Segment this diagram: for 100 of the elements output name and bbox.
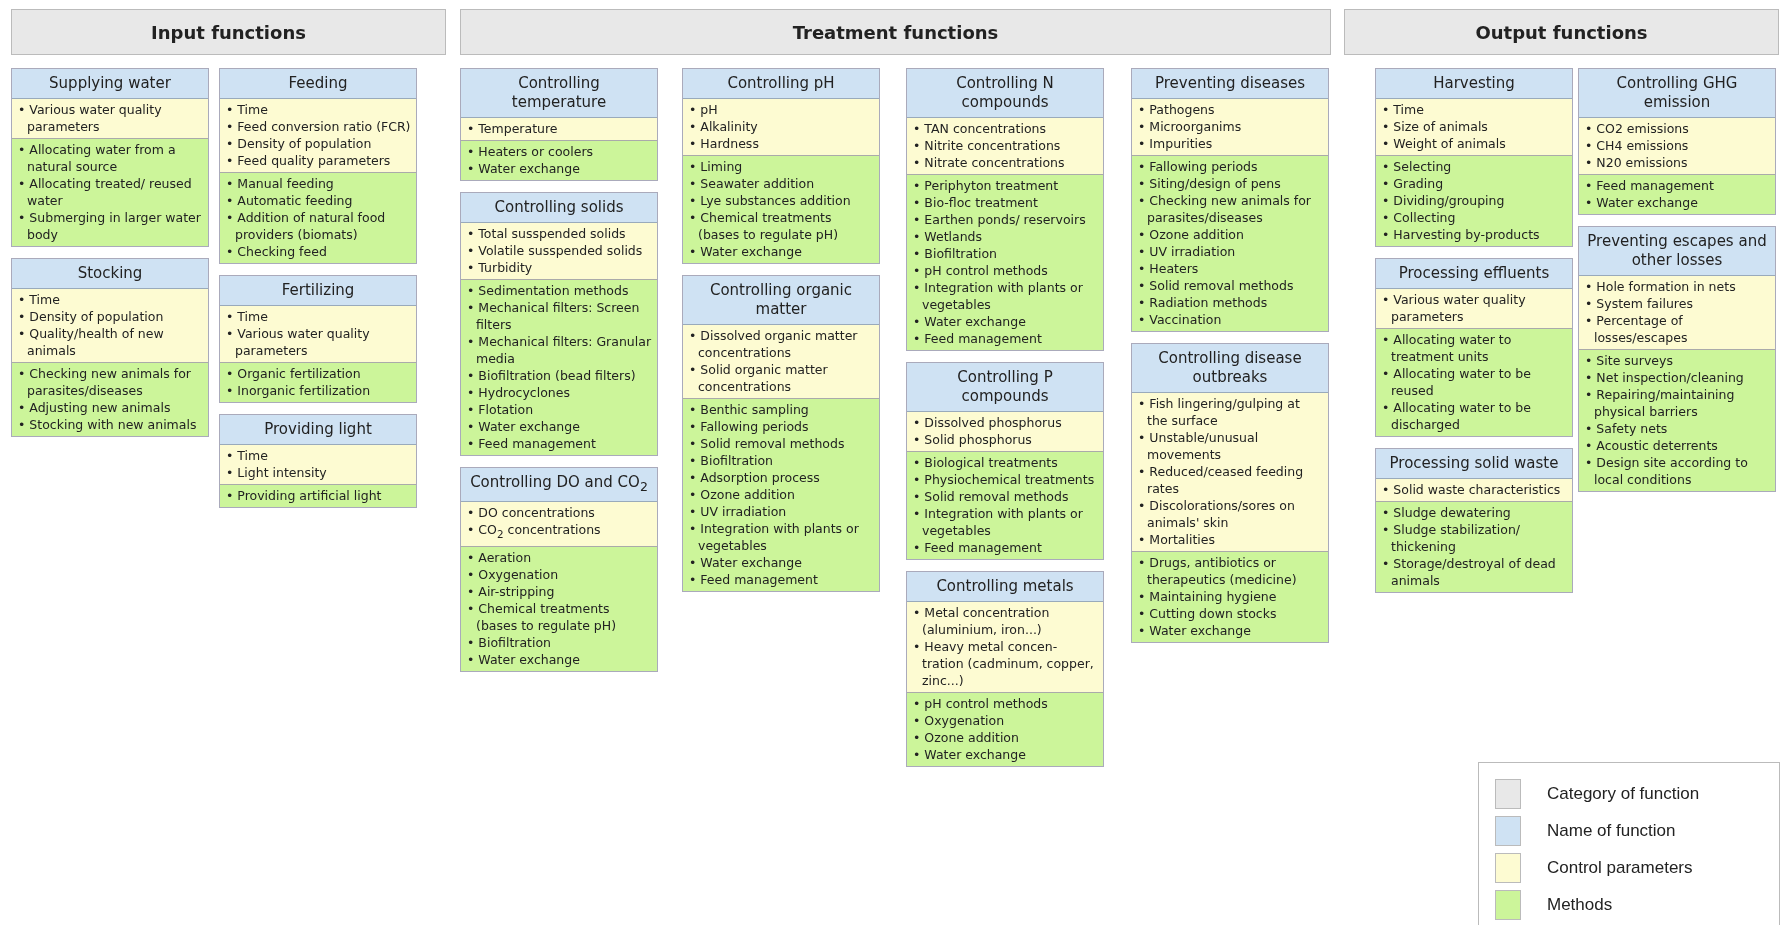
bullet-item: • Feed management	[467, 435, 597, 452]
bullet-item: • CO$_{2}$ concentrations	[467, 521, 602, 542]
bullet-item: • Turbidity	[467, 259, 534, 276]
bullet-item: • Mortalities	[1138, 531, 1216, 548]
bullet-item: • Hole formation in nets	[1585, 278, 1737, 295]
bullet-item: • Alkalinity	[689, 118, 759, 135]
function-card	[460, 467, 658, 672]
function-title: Controlling metals	[907, 572, 1103, 602]
bullet-item: • Quality/health of new animals	[18, 325, 165, 359]
bullet-item: • Metal concentration (aluminium, iron...)	[913, 604, 1051, 638]
bullet-item: • Time	[18, 291, 61, 308]
bullet-item: • Time	[1382, 101, 1425, 118]
bullet-item: • Solid phosphorus	[913, 431, 1033, 448]
bullet-item: • Checking feed	[226, 243, 328, 260]
parameter-band	[220, 445, 416, 484]
bullet-item: • Water exchange	[689, 243, 803, 260]
bullet-item: • CO2 emissions	[1585, 120, 1690, 137]
bullet-item: • Manual feeding	[226, 175, 335, 192]
bullet-item: • Cutting down stocks	[1138, 605, 1278, 622]
legend-label: Category of function	[1547, 784, 1700, 804]
bullet-item: • Discolorations/sores on animals' skin	[1138, 497, 1296, 531]
bullet-item: • Various water quality parameters	[18, 101, 163, 135]
method-band	[461, 140, 657, 180]
bullet-item: • Water exchange	[467, 160, 581, 177]
function-title: Fertilizing	[220, 276, 416, 306]
parameter-band	[1376, 479, 1572, 501]
function-title: Controlling DO and CO$_{2}$	[461, 468, 657, 502]
bullet-item: • Temperature	[467, 120, 559, 137]
bullet-item: • Water exchange	[1585, 194, 1699, 211]
function-card	[1131, 68, 1329, 332]
bullet-item: • Water exchange	[467, 650, 581, 668]
bullet-item: • Heaters	[1138, 260, 1200, 277]
method-band	[461, 545, 657, 671]
parameter-band	[1376, 99, 1572, 155]
bullet-item: • Feed management	[689, 571, 819, 588]
bullet-item: • Water exchange	[467, 418, 581, 435]
method-band	[461, 279, 657, 455]
bullet-item: • pH control methods	[913, 262, 1049, 279]
parameter-band	[461, 118, 657, 140]
function-card	[219, 414, 417, 508]
bullet-item: • Dividing/grouping	[1382, 192, 1506, 209]
bullet-item: • Time	[226, 447, 269, 464]
method-band	[1132, 551, 1328, 642]
function-card	[906, 362, 1104, 560]
parameter-band	[220, 306, 416, 362]
bullet-item: • Periphyton treatment	[913, 177, 1060, 194]
bullet-item: • CH4 emissions	[1585, 137, 1690, 154]
bullet-item: • Biological treatments	[913, 454, 1059, 471]
bullet-item: • UV irradiation	[1138, 243, 1237, 260]
method-band	[683, 155, 879, 263]
bullet-item: • Biofiltration	[913, 245, 999, 262]
bullet-item: • Providing artificial light	[226, 487, 383, 504]
bullet-item: • TAN concentrations	[913, 120, 1047, 137]
bullet-item: • Allocating water from a natural source	[18, 141, 177, 175]
bullet-item: • Total susspended solids	[467, 225, 627, 242]
bullet-item: • Fallowing periods	[1138, 158, 1259, 175]
bullet-item: • Bio-floc treatment	[913, 194, 1039, 211]
bullet-item: • N20 emissions	[1585, 154, 1689, 171]
function-title: Stocking	[12, 259, 208, 289]
bullet-item: • Aeration	[467, 548, 533, 566]
method-band	[1579, 174, 1775, 214]
bullet-item: • Harvesting by-products	[1382, 226, 1541, 243]
function-title: Controlling P compounds	[907, 363, 1103, 412]
bullet-item: • Ozone addition	[1138, 226, 1245, 243]
bullet-item: • Integration with plants or vegetables	[689, 520, 860, 554]
bullet-item: • Size of animals	[1382, 118, 1489, 135]
bullet-item: • Solid removal methods	[689, 435, 846, 452]
bullet-item: • Allocating treated/ reused water	[18, 175, 193, 209]
bullet-item: • Impurities	[1138, 135, 1214, 152]
function-card	[906, 571, 1104, 767]
bullet-item: • Storage/destroyal of dead animals	[1382, 555, 1557, 589]
bullet-item: • Allocating water to be discharged	[1382, 399, 1532, 433]
function-card	[11, 68, 209, 247]
function-card	[460, 68, 658, 181]
bullet-item: • Various water quality parameters	[226, 325, 371, 359]
bullet-item: • Checking new animals for parasites/diseases	[1138, 192, 1312, 226]
bullet-item: • Site surveys	[1585, 352, 1674, 369]
bullet-item: • Hydrocyclones	[467, 384, 571, 401]
parameter-band	[907, 118, 1103, 174]
bullet-item: • Adsorption process	[689, 469, 821, 486]
bullet-item: • Solid waste characteristics	[1382, 481, 1562, 498]
bullet-item: • Design site according to local conditions	[1585, 454, 1749, 488]
bullet-item: • Feed conversion ratio (FCR)	[226, 118, 412, 135]
function-card	[1578, 226, 1776, 492]
function-card	[11, 258, 209, 437]
bullet-item: • Solid organic matter concentrations	[689, 361, 829, 395]
function-title: Processing effluents	[1376, 259, 1572, 289]
bullet-item: • Mechanical filters: Screen filters	[467, 299, 641, 333]
bullet-item: • Radiation methods	[1138, 294, 1269, 311]
bullet-item: • Nitrite concentrations	[913, 137, 1062, 154]
bullet-item: • Light intensity	[226, 464, 328, 481]
bullet-item: • Integration with plants or vegetables	[913, 279, 1084, 313]
bullet-item: • Density of population	[18, 308, 165, 325]
bullet-item: • Pathogens	[1138, 101, 1216, 118]
function-card	[1578, 68, 1776, 215]
bullet-item: • Repairing/maintaining physical barriers	[1585, 386, 1736, 420]
bullet-item: • Solid removal methods	[1138, 277, 1295, 294]
bullet-item: • Biofiltration	[467, 633, 553, 651]
function-card	[1375, 258, 1573, 437]
bullet-item: • Earthen ponds/ reservoirs	[913, 211, 1087, 228]
